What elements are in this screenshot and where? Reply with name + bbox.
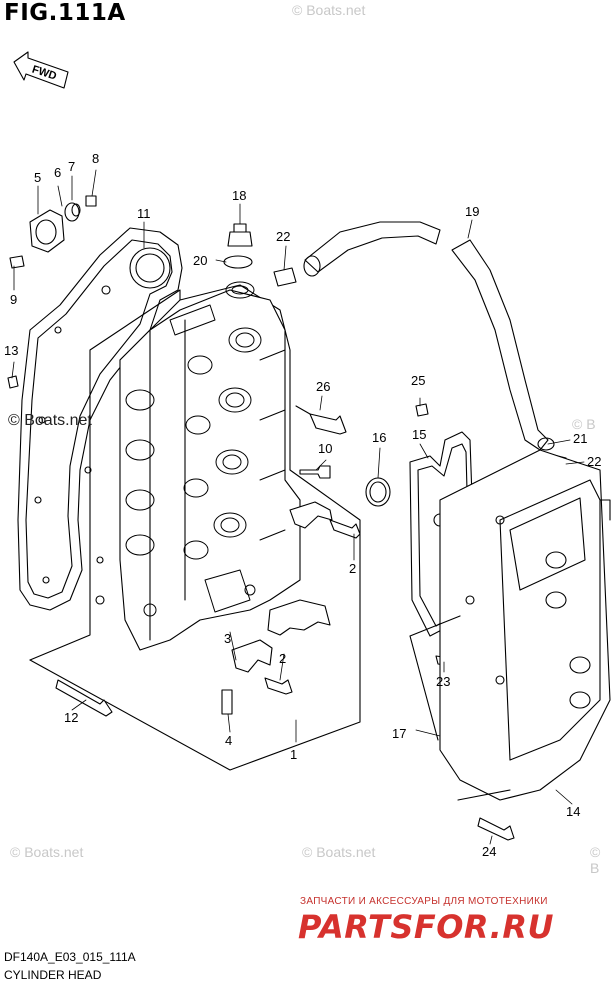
shop-logo: PARTSFOR.RU — [298, 908, 554, 946]
watermark-bottom-left: © Boats.net — [10, 844, 84, 860]
diagram-code: DF140A_E03_015_111A — [4, 950, 136, 964]
cylinder-head-part — [29, 281, 361, 771]
callout-2-upper: 2 — [349, 561, 357, 576]
callout-26: 26 — [316, 379, 331, 394]
callout-18: 18 — [232, 188, 247, 203]
callout-10: 10 — [318, 441, 333, 456]
callout-11: 11 — [137, 206, 151, 221]
callout-20: 20 — [193, 253, 208, 268]
cover-outline — [409, 615, 511, 801]
callout-23: 23 — [436, 674, 451, 689]
spark-plug-part — [295, 405, 347, 435]
fwd-arrow-icon: FWD — [13, 51, 69, 89]
callout-2-lower: 2 — [279, 651, 287, 666]
callout-4: 4 — [225, 733, 233, 748]
callout-5: 5 — [34, 170, 42, 185]
oil-filler-cap-part — [223, 223, 253, 269]
watermark-main: © Boats.net — [8, 412, 92, 429]
watermark-bottom-mid: © Boats.net — [302, 844, 376, 860]
callout-16: 16 — [372, 430, 387, 445]
leader-lines — [11, 169, 585, 845]
figure-title: FIG.111A — [4, 0, 126, 26]
callout-19: 19 — [465, 204, 480, 219]
breather-hose-part — [303, 221, 555, 451]
callout-8: 8 — [92, 151, 100, 166]
callout-14: 14 — [566, 804, 581, 819]
callout-6: 6 — [54, 165, 62, 180]
callout-21: 21 — [573, 431, 588, 446]
callout-25: 25 — [411, 373, 426, 388]
callout-24: 24 — [482, 844, 497, 859]
callout-7: 7 — [68, 159, 76, 174]
gasket-ring-part — [365, 477, 391, 507]
watermark-right: © B — [572, 416, 596, 432]
callout-17: 17 — [392, 726, 407, 741]
callout-12: 12 — [64, 710, 79, 725]
callout-3: 3 — [224, 631, 232, 646]
cylinder-head-cover-part — [439, 449, 611, 801]
callout-22-lower: 22 — [587, 454, 602, 469]
diagram-caption: CYLINDER HEAD — [4, 968, 102, 982]
thermostat-cover-part — [29, 202, 81, 253]
callout-15: 15 — [412, 427, 427, 442]
callout-13: 13 — [4, 343, 19, 358]
callout-1: 1 — [290, 747, 298, 762]
camshaft-cap-part — [231, 501, 333, 673]
callout-9: 9 — [10, 292, 18, 307]
watermark-top: © Boats.net — [292, 2, 366, 18]
callout-22-upper: 22 — [276, 229, 291, 244]
watermark-bottom-right: © B — [590, 844, 601, 876]
shop-tagline: ЗАПЧАСТИ И АКСЕССУАРЫ ДЛЯ МОТОТЕХНИКИ — [300, 896, 548, 907]
